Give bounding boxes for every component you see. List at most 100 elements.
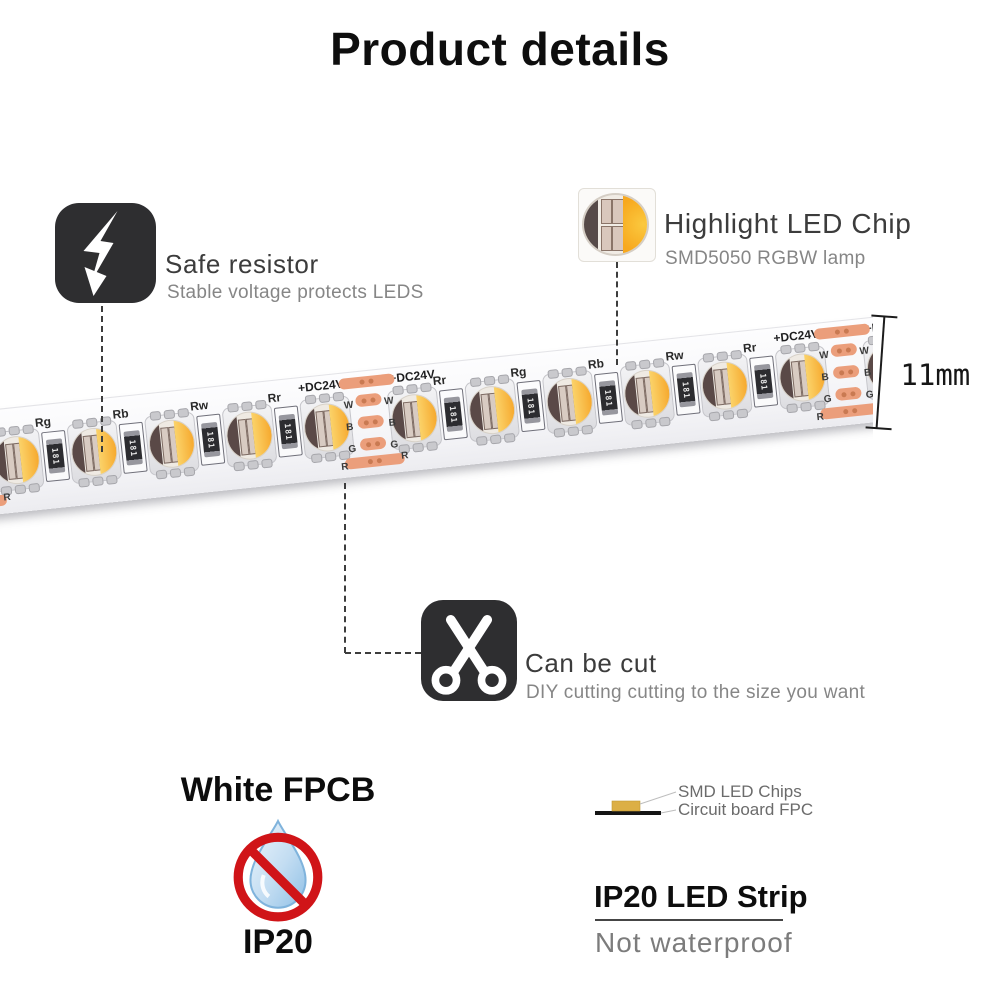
led-chip [143, 407, 200, 480]
led-pin [92, 476, 104, 487]
resistor-value: 181 [205, 430, 217, 449]
pad-letter: R [816, 411, 825, 424]
pad-hole [838, 369, 845, 376]
led-pin [503, 432, 516, 443]
resistor-value: 181 [282, 422, 294, 441]
led-pin [547, 368, 560, 380]
pad-hole [367, 458, 374, 465]
solder-pad [357, 414, 385, 430]
led-chip [696, 349, 753, 422]
pad-letter: W [343, 399, 354, 412]
led-pin [22, 424, 35, 435]
led-pin [624, 360, 637, 371]
resistor-body: 181 [443, 396, 464, 432]
led-pin [420, 382, 432, 393]
led-pin [469, 377, 482, 388]
pad-hole [374, 440, 381, 447]
led-phosphor [649, 368, 672, 417]
led-pin [227, 402, 239, 413]
led-pin [318, 393, 331, 404]
resistor-outline: 181 [749, 355, 779, 408]
pad-letter: B [821, 371, 830, 384]
pad-letter: R [340, 461, 350, 474]
led-pin [780, 344, 792, 355]
led-pin [658, 416, 671, 427]
safe-resistor-icon [55, 203, 156, 303]
led-phosphor [18, 434, 42, 483]
led-pin [475, 435, 488, 446]
led-strip-photo: WWBBGGRRRg181Rb181Rw181Rr181+DC24V+DC24V… [0, 300, 873, 550]
solder-pad [832, 364, 860, 380]
resistor-outline: 181 [671, 363, 701, 416]
led-pin [786, 403, 799, 414]
led-lens [224, 409, 275, 462]
pad-hole [370, 396, 376, 403]
pad-hole [359, 379, 365, 385]
pad-hole [851, 407, 858, 414]
led-die [601, 226, 613, 251]
resistor-body: 181 [598, 380, 619, 416]
resistor-label: Rw [664, 347, 685, 364]
can-be-cut-subtitle: DIY cutting cutting to the size you want [526, 682, 866, 703]
resistor-body: 181 [521, 388, 541, 424]
pad-hole [841, 391, 847, 398]
led-phosphor [571, 376, 595, 425]
led-pin [14, 484, 27, 495]
led-lens [621, 367, 673, 421]
resistor-label: Rb [111, 406, 130, 422]
led-chip [541, 366, 598, 438]
resistor-value: 181 [603, 388, 614, 408]
led-lens [68, 425, 120, 479]
resistor-label: Rr [742, 340, 758, 356]
led-pin [261, 458, 273, 469]
led-pin [581, 424, 594, 435]
led-pin [71, 418, 84, 430]
resistor-outline: 181 [196, 413, 226, 466]
resistor-outline: 181 [41, 429, 71, 483]
resistor-body: 181 [753, 363, 774, 400]
led-chip [0, 424, 45, 496]
led-pin [483, 375, 496, 386]
led-pin [310, 453, 323, 464]
led-lens [389, 392, 440, 445]
pad-hole [372, 418, 378, 425]
led-pin [155, 469, 168, 480]
led-phosphor [726, 360, 750, 409]
resistor-body: 181 [200, 421, 221, 458]
led-chip [619, 357, 676, 430]
led-pin [708, 411, 721, 422]
led-pin [163, 409, 176, 420]
safe-resistor-subtitle: Stable voltage protects LEDS [167, 282, 424, 303]
resistor-label: Rg [34, 414, 52, 430]
led-pin [553, 427, 566, 438]
led-pin [183, 466, 196, 477]
pad-hole [834, 329, 841, 335]
resistor-value: 181 [448, 405, 459, 424]
led-pin [304, 394, 317, 405]
led-lens [544, 375, 596, 429]
led-phosphor [494, 384, 517, 433]
pad-letter: W [383, 395, 395, 408]
led-lens [466, 383, 518, 437]
led-phosphor [96, 426, 119, 475]
pad-letter: W [818, 349, 830, 362]
led-pin [575, 366, 588, 377]
led-pin [561, 367, 574, 378]
pad-hole [847, 368, 854, 375]
solder-pad [359, 436, 387, 452]
led-pin [716, 351, 729, 362]
led-pin [233, 461, 246, 472]
led-pin [169, 468, 182, 479]
cross-section-drawing [595, 791, 677, 815]
dimension-line [875, 316, 886, 429]
led-die [612, 199, 624, 224]
solder-pad [813, 323, 871, 341]
resistor-value: 181 [50, 446, 61, 466]
pad-letter: R [2, 491, 12, 504]
callout-line-cut-vertical [344, 483, 346, 653]
led-pin [8, 425, 21, 436]
led-die [612, 226, 624, 251]
resistor-body: 181 [278, 413, 299, 450]
